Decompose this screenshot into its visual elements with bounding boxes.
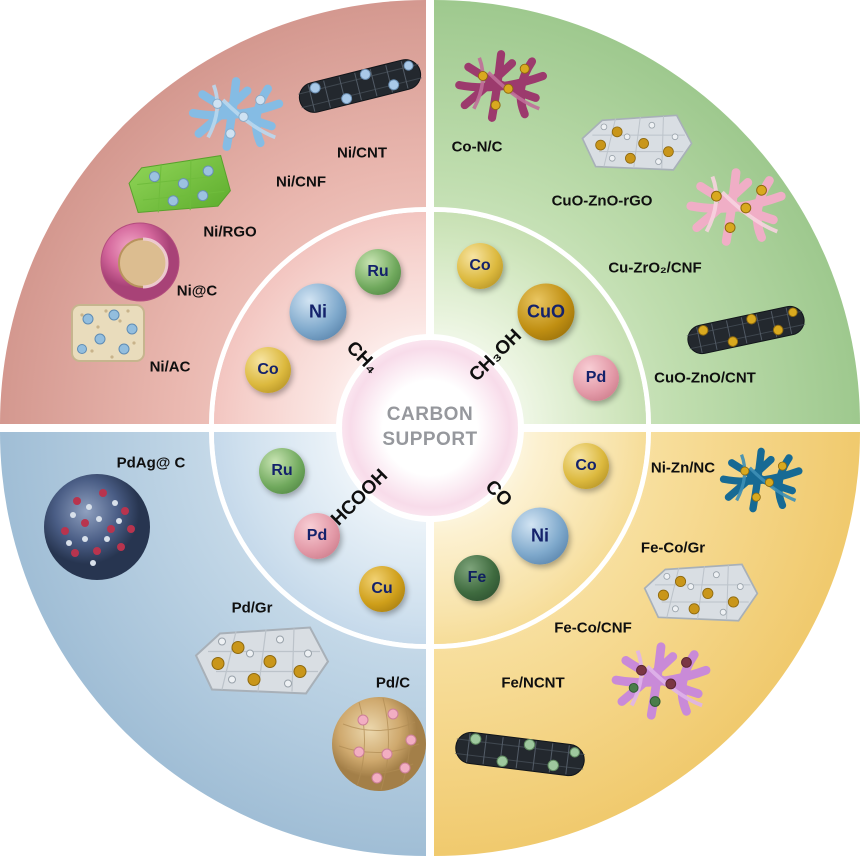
metal-pd-ch3oh: Pd bbox=[573, 355, 619, 401]
pd-c-icon bbox=[329, 694, 429, 794]
metal-co-co-label: Co bbox=[575, 457, 597, 474]
fe-co-cnf-icon bbox=[608, 637, 716, 725]
ni-zn-nc-icon bbox=[717, 437, 807, 523]
metal-cu-hcooh-label: Cu bbox=[371, 580, 393, 597]
fe-ncnt-icon bbox=[450, 721, 589, 787]
carbon-support-line1: CARBON bbox=[386, 404, 474, 426]
pdag-c-icon bbox=[41, 471, 153, 583]
metal-ru-ch4-label: Ru bbox=[367, 263, 389, 280]
material-label-ni-cnt: Ni/CNT bbox=[337, 144, 387, 162]
material-label-ni-zn-nc: Ni-Zn/NC bbox=[650, 459, 716, 477]
material-label-cuo-zno-rgo: CuO-ZnO-rGO bbox=[551, 192, 653, 210]
ni-ac-icon bbox=[68, 299, 148, 367]
metal-ni-co-label: Ni bbox=[531, 525, 549, 546]
material-label-fe-co-gr: Fe-Co/Gr bbox=[640, 539, 706, 557]
pd-gr-icon bbox=[192, 624, 332, 699]
material-label-pdag-c: PdAg@ C bbox=[116, 454, 186, 472]
co-n-c-icon bbox=[452, 40, 552, 132]
material-label-ni-cnf: Ni/CNF bbox=[276, 173, 326, 191]
cuo-zno-cnt-icon bbox=[681, 294, 810, 366]
carbon-support-label: CARBON SUPPORT bbox=[382, 403, 477, 452]
metal-cuo-ch3oh-label: CuO bbox=[527, 301, 565, 322]
fe-co-gr-icon bbox=[640, 561, 762, 625]
cu-zro2-cnf-icon bbox=[683, 162, 791, 252]
metal-ru-hcooh-label: Ru bbox=[271, 462, 293, 479]
metal-co-ch4: Co bbox=[245, 347, 291, 393]
material-label-pd-c: Pd/C bbox=[375, 674, 411, 692]
ni-rgo-icon bbox=[125, 151, 235, 220]
carbon-support-hub: CARBON SUPPORT bbox=[342, 340, 518, 516]
ni-cnf-icon bbox=[176, 72, 298, 156]
metal-ru-hcooh: Ru bbox=[259, 448, 305, 494]
cuo-zno-rgo-icon bbox=[577, 112, 697, 174]
material-label-ni-ac: Ni/AC bbox=[149, 358, 191, 376]
material-label-co-n-c: Co-N/C bbox=[451, 138, 503, 156]
metal-co-co: Co bbox=[563, 443, 609, 489]
metal-ru-ch4: Ru bbox=[355, 249, 401, 295]
metal-cuo-ch3oh: CuO bbox=[517, 283, 575, 341]
metal-pd-ch3oh-label: Pd bbox=[585, 369, 607, 386]
metal-co-ch3oh-label: Co bbox=[469, 257, 491, 274]
material-label-cu-zro2-cnf: Cu-ZrO₂/CNF bbox=[608, 259, 702, 277]
metal-cu-hcooh: Cu bbox=[359, 566, 405, 612]
material-label-cuo-zno-cnt: CuO-ZnO/CNT bbox=[654, 369, 756, 387]
material-label-ni-rgo: Ni/RGO bbox=[203, 223, 257, 241]
metal-pd-hcooh: Pd bbox=[294, 513, 340, 559]
metal-co-ch3oh: Co bbox=[457, 243, 503, 289]
metal-pd-hcooh-label: Pd bbox=[306, 527, 328, 544]
material-label-fe-ncnt: Fe/NCNT bbox=[501, 674, 565, 692]
material-label-fe-co-cnf: Fe-Co/CNF bbox=[554, 619, 632, 637]
metal-ni-co: Ni bbox=[511, 507, 569, 565]
metal-fe-co-label: Fe bbox=[467, 569, 487, 586]
metal-fe-co: Fe bbox=[454, 555, 500, 601]
metal-co-ch4-label: Co bbox=[257, 361, 279, 378]
carbon-support-line2: SUPPORT bbox=[382, 429, 478, 450]
material-label-pd-gr: Pd/Gr bbox=[231, 599, 273, 617]
ni-cnt-icon bbox=[292, 47, 428, 125]
material-label-ni-at-c: Ni@C bbox=[176, 282, 218, 300]
metal-ni-ch4-label: Ni bbox=[309, 301, 327, 322]
metal-ni-ch4: Ni bbox=[289, 283, 347, 341]
ni-at-c-icon bbox=[98, 220, 182, 304]
